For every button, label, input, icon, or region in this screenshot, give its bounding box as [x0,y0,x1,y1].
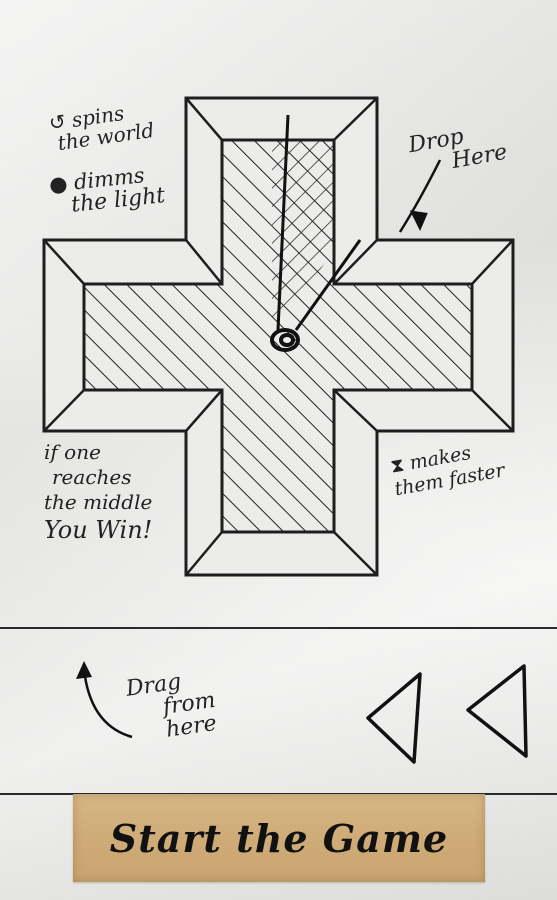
hourglass-icon: ⧗ [388,453,406,478]
cross-bevel-lines [43,97,514,576]
win-line2: reaches [52,465,132,489]
pointer-needle [276,114,362,331]
cross-crosshatch-area [272,140,334,320]
divider-top [0,627,557,629]
drag-arrow-icon [76,661,133,739]
triangle-piece-left[interactable] [362,668,426,768]
win-line3: the middle [44,490,153,514]
win-line4: You Win! [44,516,153,544]
drag-instruction: Drag from here [121,666,221,747]
bulb-icon: ● [47,171,69,197]
center-spiral-icon [270,328,300,352]
win-line1: if one [44,440,101,464]
start-game-button[interactable]: Start the Game [73,794,485,882]
start-game-label: Start the Game [109,815,449,861]
drop-arrow-icon [398,159,442,233]
cross-game-board[interactable] [0,0,557,640]
triangle-piece-right[interactable] [462,660,534,762]
win-instruction: if one reaches the middle You Win! [44,440,152,545]
